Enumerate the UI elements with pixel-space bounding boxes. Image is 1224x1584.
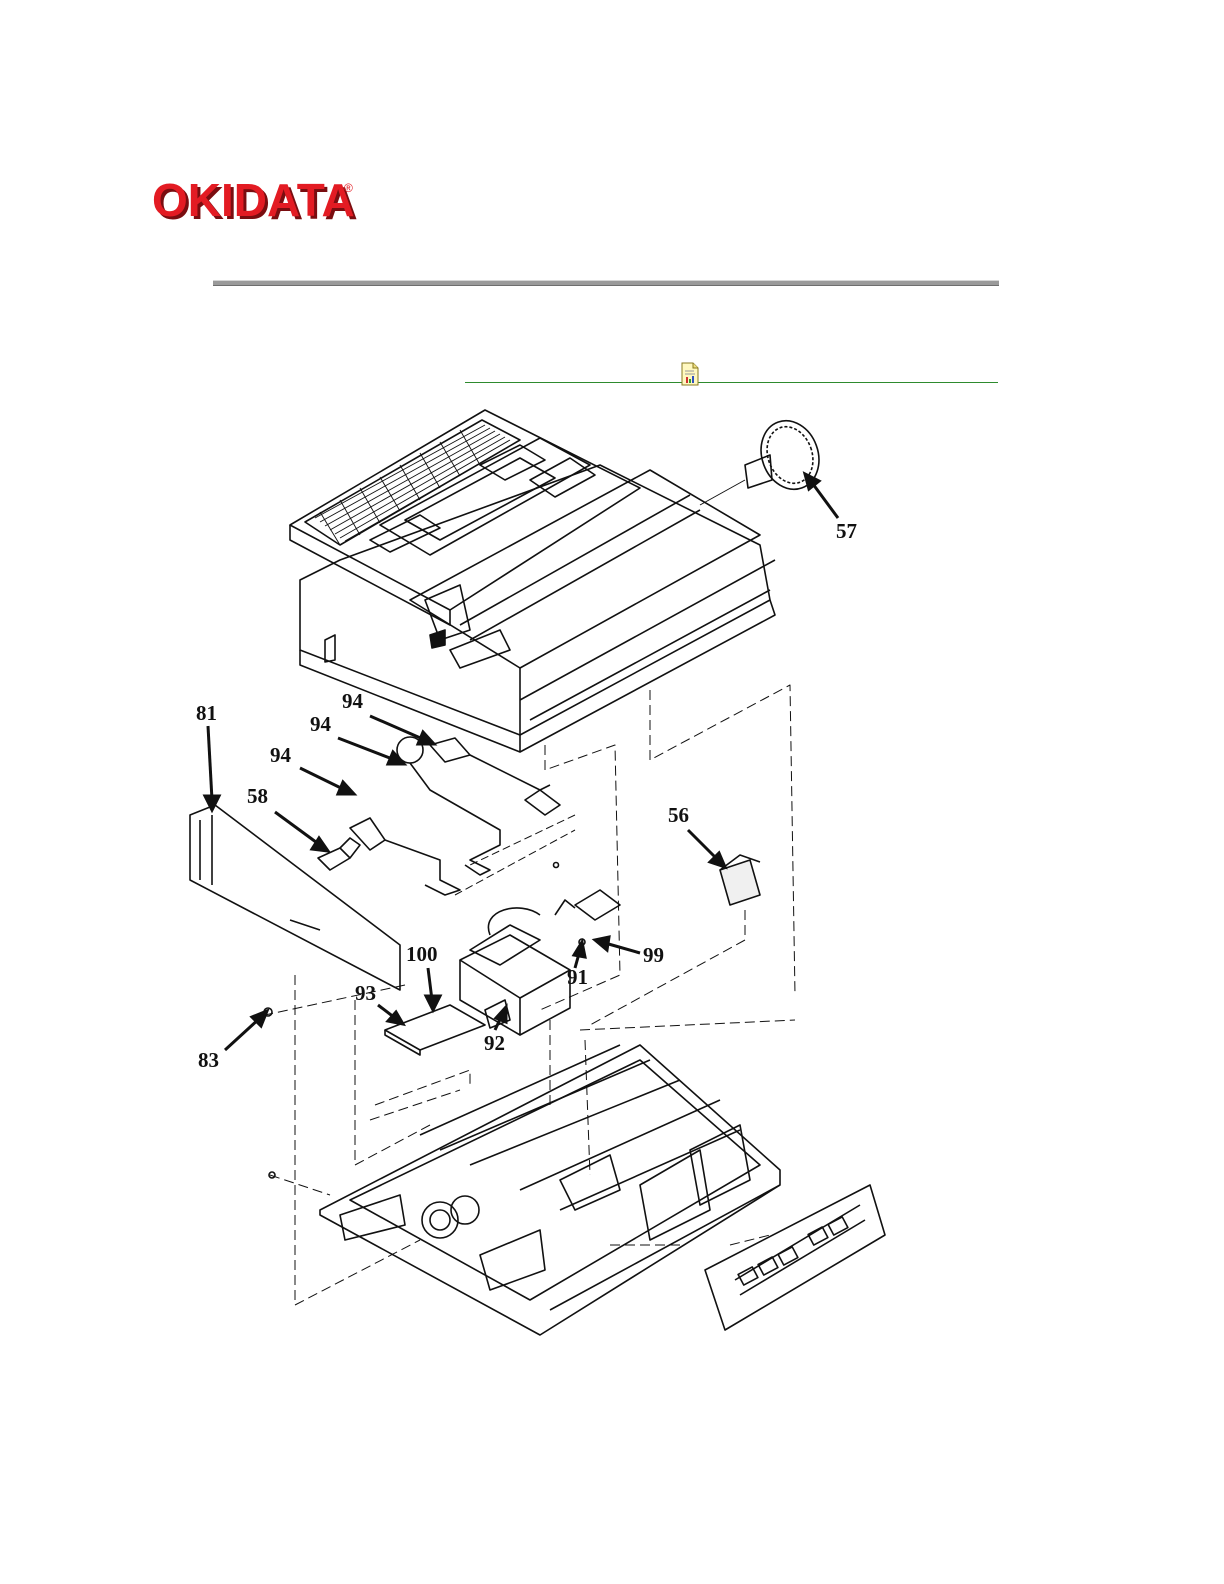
screw bbox=[554, 863, 559, 868]
callout-58: 58 bbox=[247, 784, 268, 808]
callout-99: 99 bbox=[643, 943, 664, 967]
callout-100: 100 bbox=[406, 942, 438, 966]
operator-panel bbox=[705, 1185, 885, 1330]
leader-arrows bbox=[205, 474, 838, 1050]
callout-56: 56 bbox=[668, 803, 689, 827]
callout-81: 81 bbox=[196, 701, 217, 725]
callout-94: 94 bbox=[270, 743, 292, 767]
cable-assemblies bbox=[350, 737, 575, 895]
platen-knob bbox=[700, 413, 828, 505]
power-supply-unit bbox=[460, 890, 620, 1035]
screw bbox=[269, 1172, 275, 1178]
callout-93: 93 bbox=[355, 981, 376, 1005]
assembly-guide-lines bbox=[265, 685, 795, 1305]
part-56-block bbox=[720, 855, 760, 905]
side-panel bbox=[190, 805, 400, 990]
callout-94: 94 bbox=[310, 712, 332, 736]
part-58-clip bbox=[318, 838, 360, 870]
callout-57: 57 bbox=[836, 519, 857, 543]
callout-94: 94 bbox=[342, 689, 364, 713]
printer-top-cover bbox=[290, 410, 640, 625]
callout-92: 92 bbox=[484, 1031, 505, 1055]
callout-83: 83 bbox=[198, 1048, 219, 1072]
circuit-board bbox=[385, 1005, 485, 1055]
callout-91: 91 bbox=[567, 965, 588, 989]
